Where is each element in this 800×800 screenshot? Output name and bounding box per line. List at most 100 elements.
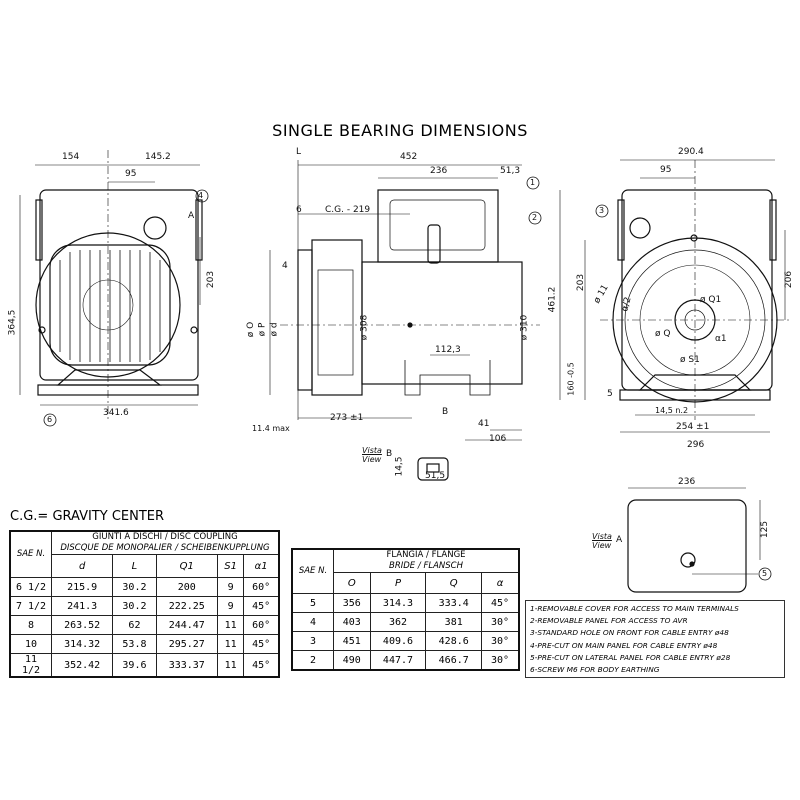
table-cell: 9 xyxy=(216,596,245,616)
coupling-title-1: GIUNTI A DISCHI / DISC COUPLING xyxy=(92,532,238,542)
dim-14-5: 14,5 xyxy=(394,456,405,477)
dim-203-left: 203 xyxy=(206,270,217,289)
dim-154: 154 xyxy=(62,152,80,162)
table-cell: 11 1/2 xyxy=(9,653,52,678)
table-cell: 333.4 xyxy=(425,593,483,613)
dim-452: 452 xyxy=(400,152,418,162)
table-cell: 362 xyxy=(369,612,427,632)
coupling-title-2: DISCQUE DE MONOPALIER / SCHEIBENKUPPLUNG xyxy=(60,543,270,553)
view-b-letter: B xyxy=(386,449,393,459)
col-Q1: Q1 xyxy=(155,554,218,578)
table-cell: 447.7 xyxy=(369,650,427,671)
table-cell: 356 xyxy=(333,593,371,613)
table-cell: 200 xyxy=(155,577,218,597)
note: 2-REMOVABLE PANEL FOR ACCESS TO AVR xyxy=(530,616,688,626)
col-O: O xyxy=(333,572,371,594)
dim-51-3: 51,3 xyxy=(500,166,521,176)
dim-341-6: 341.6 xyxy=(103,408,129,418)
dim-296: 296 xyxy=(687,440,705,450)
table-cell: 241.3 xyxy=(50,596,114,616)
notes-legend: 1-REMOVABLE COVER FOR ACCESS TO MAIN TER… xyxy=(525,600,785,678)
callout-2: 2 xyxy=(532,213,538,222)
table-cell: 352.42 xyxy=(50,653,114,678)
callout-circles xyxy=(43,176,772,581)
dim-112-3: 112,3 xyxy=(435,345,461,355)
table-cell: 5 xyxy=(291,593,334,613)
vista-b-label: Vista xyxy=(362,446,382,455)
table-cell: 39.6 xyxy=(112,653,157,678)
table-cell: 11 xyxy=(216,615,245,635)
note: 3-STANDARD HOLE ON FRONT FOR CABLE ENTRY… xyxy=(530,628,729,638)
dim-4: 4 xyxy=(282,261,288,271)
callout-6: 6 xyxy=(47,415,53,424)
dim-11-4-max: 11.4 max xyxy=(252,424,290,433)
dim-L: L xyxy=(296,147,302,157)
callout-5: 5 xyxy=(762,569,768,578)
table-cell: 45° xyxy=(243,596,280,616)
dim-51-5: 51,5 xyxy=(425,471,446,481)
table-cell: 7 1/2 xyxy=(9,596,52,616)
dim-254: 254 ±1 xyxy=(676,422,710,432)
dim-236: 236 xyxy=(430,166,448,176)
col-P: P xyxy=(369,572,427,594)
table-cell: 60° xyxy=(243,615,280,635)
table-cell: 314.32 xyxy=(50,634,114,654)
table-cell: 466.7 xyxy=(425,650,483,671)
table-cell: 263.52 xyxy=(50,615,114,635)
table-cell: 30.2 xyxy=(112,596,157,616)
dim-461-2: 461.2 xyxy=(547,286,558,313)
table-cell: 428.6 xyxy=(425,631,483,651)
dim-dia-308: ø 308 xyxy=(359,314,370,341)
table-cell: 9 xyxy=(216,577,245,597)
table-cell: 30° xyxy=(481,631,520,651)
dim-14-5-n2: 14,5 n.2 xyxy=(655,406,689,415)
note: 4-PRE-CUT ON MAIN PANEL FOR CABLE ENTRY … xyxy=(530,640,718,650)
dim-41: 41 xyxy=(478,419,490,429)
dim-dia-S1: ø S1 xyxy=(680,355,700,365)
col-d: d xyxy=(50,554,114,578)
table-cell: 30° xyxy=(481,612,520,632)
dim-5: 5 xyxy=(607,389,613,399)
note: 5-PRE-CUT ON LATERAL PANEL FOR CABLE ENT… xyxy=(530,652,731,662)
dim-203-front: 203 xyxy=(576,273,587,292)
table-cell: 45° xyxy=(243,653,280,678)
table-cell: 295.27 xyxy=(155,634,218,654)
table-cell: 30° xyxy=(481,650,520,671)
dim-6: 6 xyxy=(296,205,302,215)
sae-header: SAE N. xyxy=(9,530,52,578)
view-a-label: View xyxy=(592,541,612,550)
vista-a-label: Vista xyxy=(592,532,612,541)
view-a-marker: A xyxy=(188,211,195,221)
sae-header: SAE N. xyxy=(291,548,334,594)
table-cell: 8 xyxy=(9,615,52,635)
callout-4: 4 xyxy=(198,191,204,200)
dim-dia-O: ø O xyxy=(246,321,257,338)
dim-dia-P: ø P xyxy=(257,322,268,337)
table-cell: 11 xyxy=(216,653,245,678)
dim-95-front: 95 xyxy=(660,165,672,175)
table-cell: 2 xyxy=(291,650,334,671)
table-cell: 451 xyxy=(333,631,371,651)
dim-364-5: 364,5 xyxy=(7,309,18,336)
table-cell: 10 xyxy=(9,634,52,654)
flange-title-1: FLANGIA / FLANGE xyxy=(386,550,466,560)
dim-dia-310: ø 310 xyxy=(519,314,530,341)
table-cell: 11 xyxy=(216,634,245,654)
table-cell: 403 xyxy=(333,612,371,632)
gravity-center-note: C.G.= GRAVITY CENTER xyxy=(10,509,165,524)
alpha1-label: α1 xyxy=(715,334,727,344)
dim-dia-Q: ø Q xyxy=(655,329,671,339)
view-b-marker: B xyxy=(442,407,449,417)
dim-236-bottom: 236 xyxy=(678,477,696,487)
dim-290-4: 290.4 xyxy=(678,147,704,157)
dim-106: 106 xyxy=(489,434,507,444)
col-alpha1: α1 xyxy=(243,554,280,578)
